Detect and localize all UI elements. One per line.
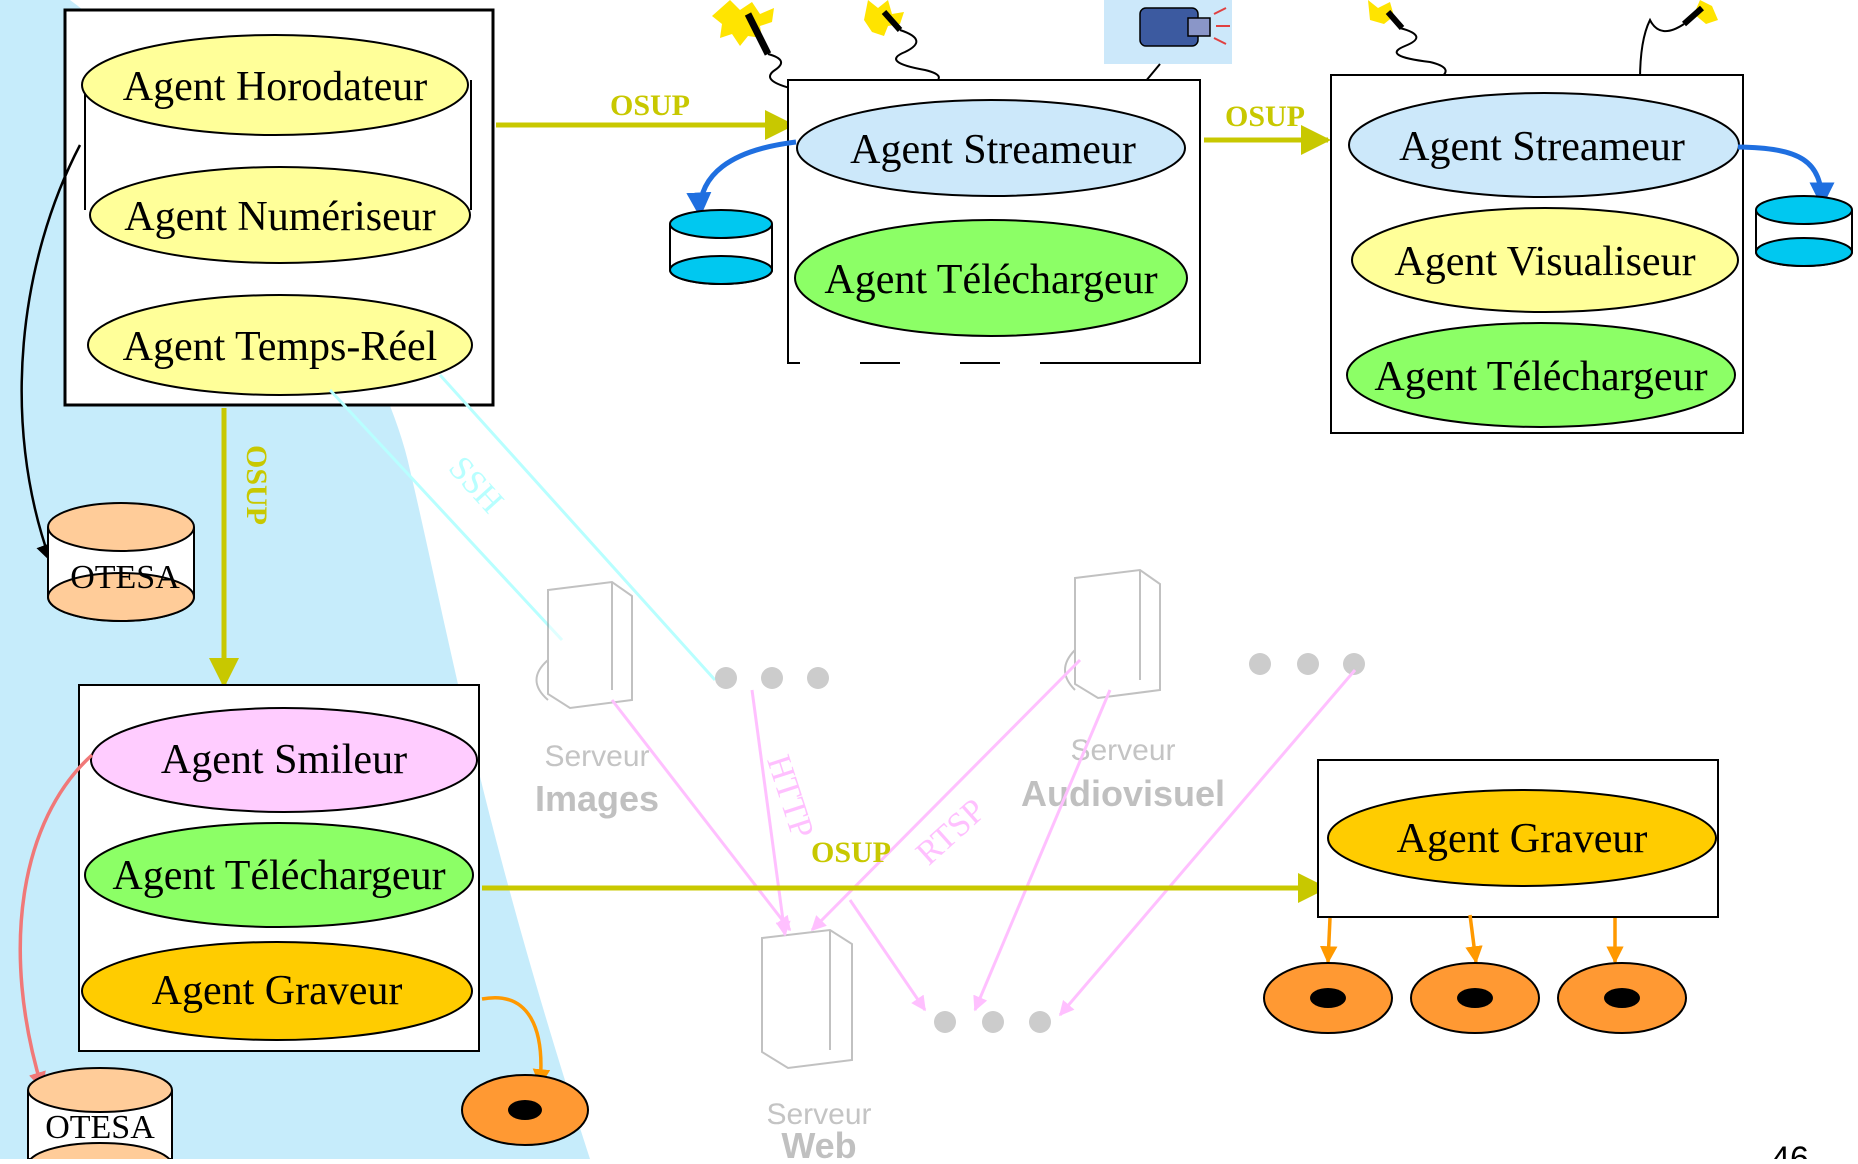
- server-web-line1: Serveur: [766, 1098, 871, 1131]
- agent-horodateur: [81, 34, 469, 136]
- ssh-line-2: [438, 373, 717, 682]
- agent-numeriseur: [89, 166, 471, 264]
- arrow-to-otesa-bottom: [18, 753, 94, 1090]
- agent-numeriseur-label: Agent Numériseur: [124, 194, 435, 240]
- arrow-to-cd-bl: [481, 996, 551, 1087]
- disk-tr: [1755, 195, 1853, 267]
- cd-bl: [461, 1074, 589, 1146]
- camera-icon: [1104, 0, 1232, 101]
- agent-telechargeur-bl-label: Agent Téléchargeur: [112, 853, 445, 899]
- box-bottom-left: Agent Smileur Agent Téléchargeur Agent G…: [78, 684, 480, 1052]
- microphone-icon: [864, 0, 940, 86]
- agent-telechargeur-bl: [84, 822, 474, 928]
- box-top-middle: Agent Streameur Agent Téléchargeur: [787, 79, 1201, 364]
- server-web-icon: [761, 928, 853, 1070]
- agent-graveur-br: [1327, 789, 1717, 887]
- agent-horodateur-label: Agent Horodateur: [123, 64, 427, 110]
- server-audiovisuel-icon: [1064, 568, 1161, 700]
- ssh-label: SSH: [441, 449, 510, 520]
- box-top-right: Agent Streameur Agent Visualiseur Agent …: [1330, 74, 1744, 434]
- microphone-icon: [1368, 0, 1447, 79]
- otesa-disk-1: OTESA: [47, 502, 195, 622]
- server-audiovisuel-line2: Audiovisuel: [1021, 773, 1225, 814]
- cd-br-3: [1557, 962, 1687, 1034]
- agent-telechargeur-tr-label: Agent Téléchargeur: [1374, 354, 1707, 400]
- box-bottom-right: Agent Graveur: [1317, 759, 1719, 918]
- server-images-icon: [535, 580, 633, 710]
- microphone-icon: [1639, 0, 1718, 81]
- osup-label-bottom: OSUP: [811, 836, 891, 869]
- agent-telechargeur-tr: [1346, 322, 1736, 428]
- server-images-line2: Images: [535, 778, 659, 819]
- osup-label-vertical: OSUP: [240, 445, 273, 525]
- box-top-left: Agent Horodateur Agent Numériseur Agent …: [63, 8, 495, 407]
- agent-telechargeur-tm: [794, 219, 1188, 337]
- disk-tm: [669, 209, 773, 285]
- agent-temps-reel-label: Agent Temps-Réel: [123, 324, 438, 370]
- arrow-to-disk-tr: [1737, 144, 1835, 208]
- cd-br-1: [1263, 962, 1393, 1034]
- ssh-line-1: [328, 388, 564, 642]
- agent-streameur-tm-label: Agent Streameur: [850, 127, 1136, 173]
- page-number: 46: [1771, 1140, 1809, 1159]
- agent-temps-reel: [87, 294, 473, 396]
- rtsp-label: RTSP: [909, 792, 993, 873]
- agent-smileur-label: Agent Smileur: [161, 737, 407, 783]
- arrow-to-otesa-top: [20, 144, 82, 562]
- http-rtsp-lines: [610, 658, 1357, 1017]
- osup-label-top-1: OSUP: [610, 89, 690, 122]
- osup-label-top-2: OSUP: [1225, 100, 1305, 133]
- agent-smileur: [90, 707, 478, 813]
- ellipsis-dots-1: [715, 667, 829, 689]
- agent-graveur-bl-label: Agent Graveur: [152, 968, 403, 1014]
- server-images-line1: Serveur: [544, 740, 649, 773]
- otesa-label-2: OTESA: [45, 1109, 155, 1146]
- microphone-icon: [712, 0, 791, 89]
- ellipsis-dots-3: [934, 1011, 1051, 1033]
- arrows-to-cds: [1319, 914, 1624, 964]
- agent-streameur-tr-label: Agent Streameur: [1399, 124, 1685, 170]
- agent-graveur-br-label: Agent Graveur: [1397, 816, 1648, 862]
- cd-br-2: [1410, 962, 1540, 1034]
- agent-visualiseur-label: Agent Visualiseur: [1394, 239, 1695, 285]
- agent-visualiseur: [1351, 207, 1739, 313]
- arrow-to-disk-tm: [686, 139, 797, 218]
- otesa-disk-2: OTESA: [27, 1067, 173, 1164]
- server-web-line2: Web: [781, 1125, 856, 1159]
- agent-telechargeur-tm-label: Agent Téléchargeur: [824, 257, 1157, 303]
- agent-streameur-tm: [796, 99, 1186, 197]
- otesa-label-1: OTESA: [70, 559, 180, 596]
- server-audiovisuel-line1: Serveur: [1070, 734, 1175, 767]
- ellipsis-dots-2: [1249, 653, 1365, 675]
- http-label: HTTP: [759, 751, 820, 843]
- agent-graveur-bl: [81, 941, 473, 1041]
